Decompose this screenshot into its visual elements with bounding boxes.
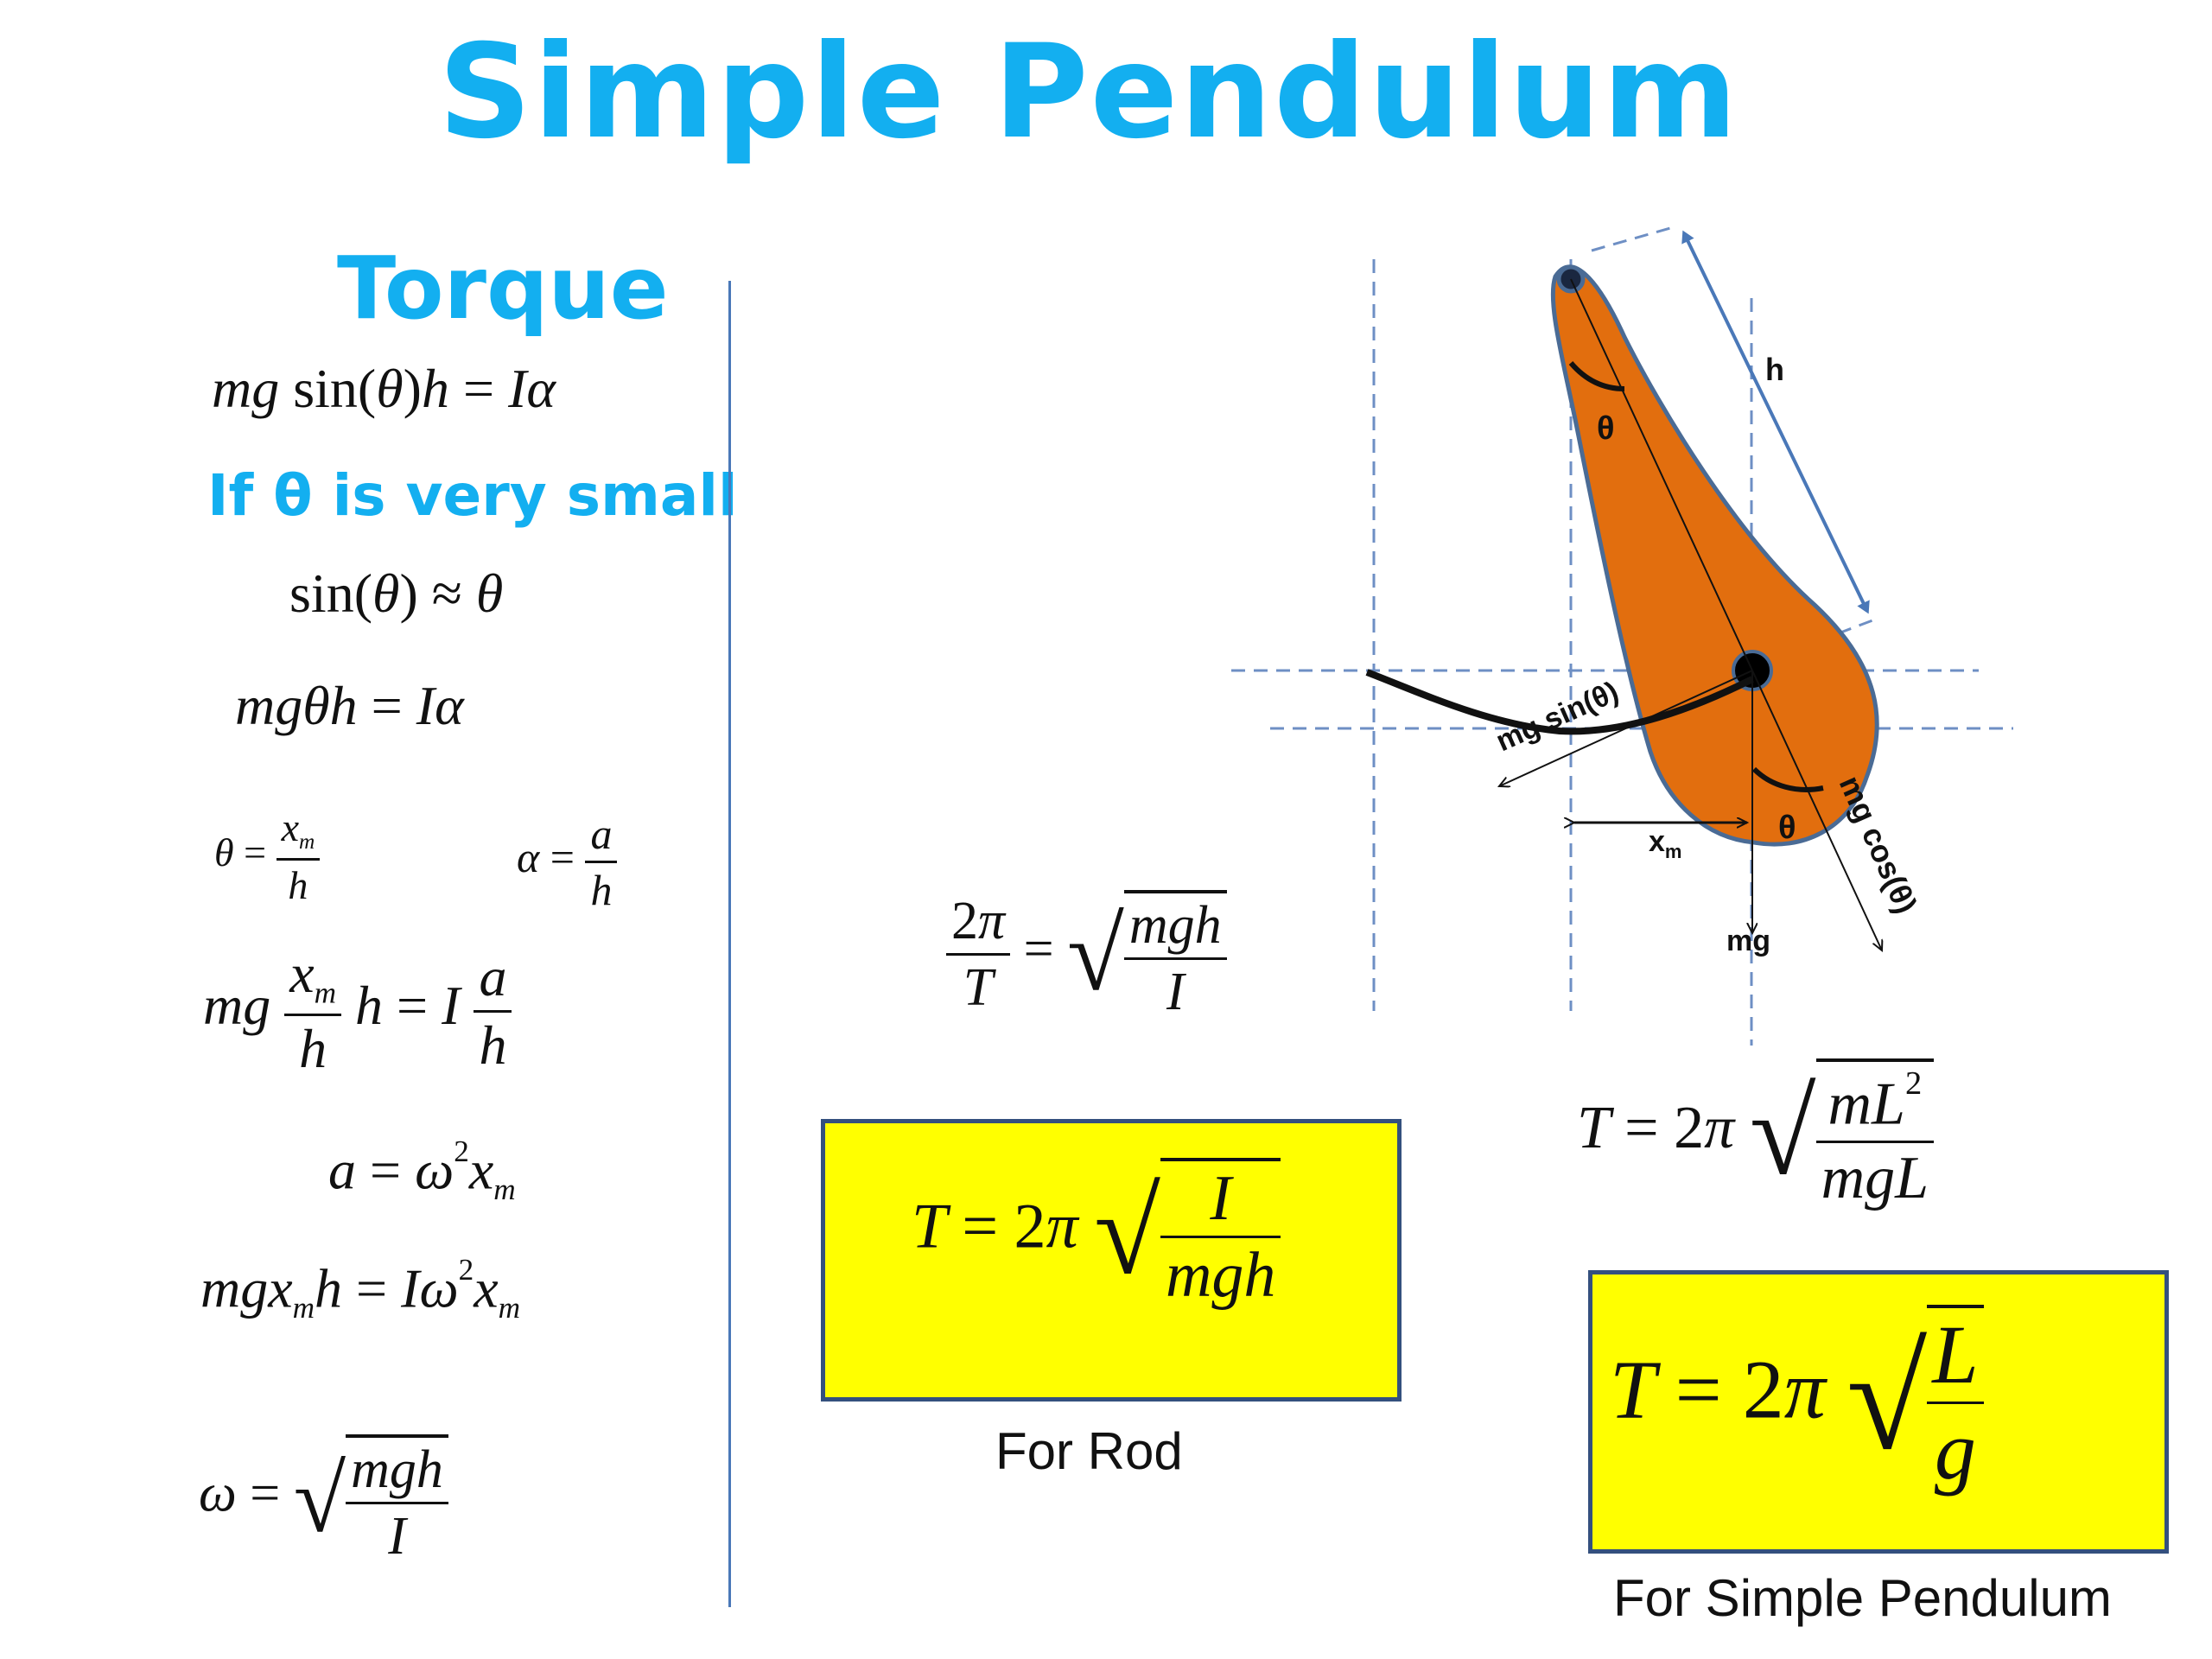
mg-sin-arrow — [1499, 670, 1753, 786]
label-mg: mg — [1726, 925, 1770, 957]
swing-path — [1365, 669, 1754, 735]
section-heading-torque: Torque — [337, 238, 669, 339]
label-mg-sin: mg sin(θ) — [1491, 675, 1624, 758]
caption-for-rod: For Rod — [995, 1422, 1183, 1480]
column-divider — [728, 281, 731, 1607]
equation-linearized: mgθh = Iα — [235, 675, 464, 736]
equation-combined: mgxmh = Iω2xm — [200, 1253, 521, 1325]
equation-accel: a = ω2xm — [328, 1135, 516, 1206]
small-angle-condition: If θ is very small — [207, 462, 738, 529]
h-dimension-arrow — [1681, 230, 1870, 614]
label-theta-top: θ — [1597, 410, 1615, 447]
label-h: h — [1765, 352, 1784, 387]
label-xm: xm — [1649, 825, 1681, 862]
equation-small-angle: sin(θ) ≈ θ — [289, 563, 504, 624]
label-theta-bottom: θ — [1778, 810, 1796, 846]
equation-torque: mg sin(θ)h = Iα — [212, 358, 556, 419]
theta-arc-bottom — [1751, 766, 1824, 792]
mg-cos-arrow — [1751, 670, 1882, 950]
caption-for-simple-pendulum: For Simple Pendulum — [1613, 1569, 2112, 1627]
page-title: Simple Pendulum — [438, 17, 1739, 168]
label-mg-cos: mg cos(θ) — [1833, 771, 1924, 919]
pendulum-body — [1550, 264, 1879, 847]
theta-arc-top — [1568, 361, 1625, 391]
